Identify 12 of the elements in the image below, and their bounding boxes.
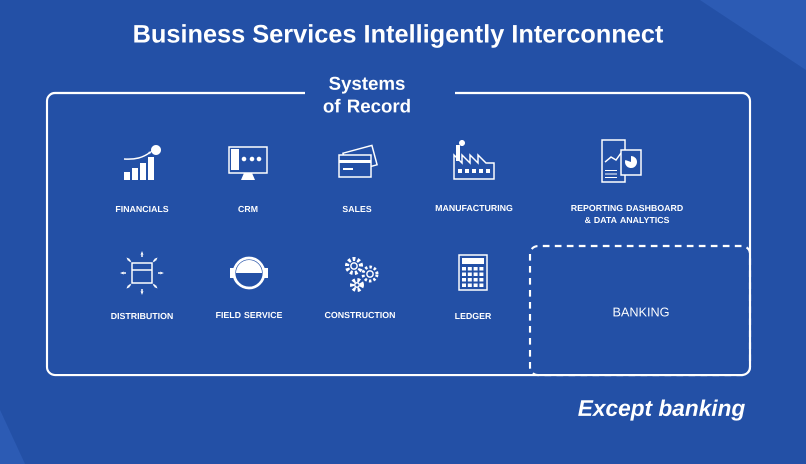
item-label: REPORTING DASHBOARD & DATA ANALYTICS <box>571 204 683 224</box>
item-label: MANUFACTURING <box>436 204 512 212</box>
title: Business Services Intelligently Interconnect <box>134 24 664 48</box>
note: Except banking <box>578 399 745 421</box>
item-label: SALES <box>342 206 372 212</box>
item-label: CONSTRUCTION <box>324 312 395 318</box>
item-label: FIELD SERVICE <box>216 312 282 318</box>
item-label: CRM <box>238 206 258 212</box>
dashed-box: BANKING <box>528 244 752 376</box>
item-label: LEDGER <box>455 312 492 320</box>
item-label: FINANCIALS <box>116 206 168 212</box>
item-label: DISTRIBUTION <box>111 312 173 320</box>
